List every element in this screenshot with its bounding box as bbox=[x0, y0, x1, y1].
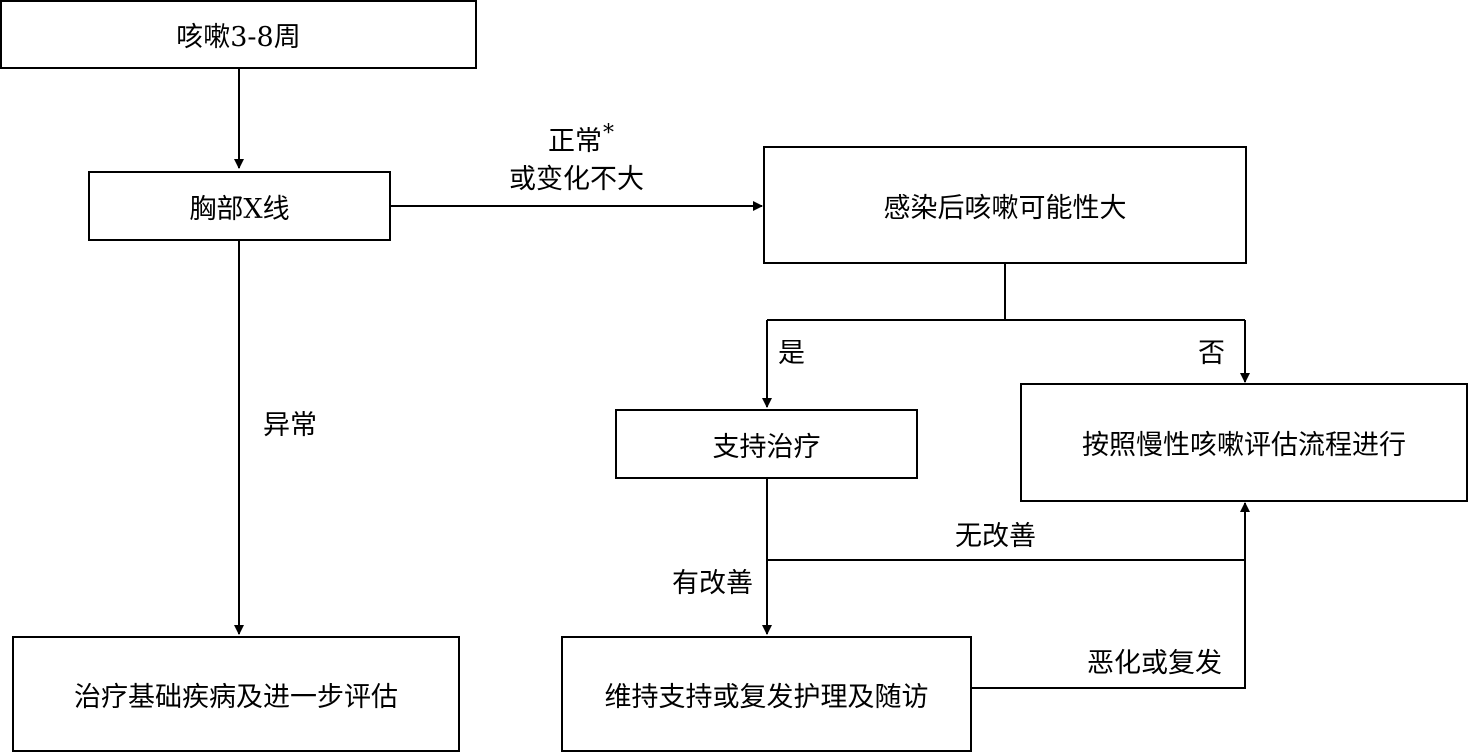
label-little-change: 或变化不大 bbox=[509, 164, 644, 195]
node-supportive-treatment: 支持治疗 bbox=[615, 409, 918, 479]
label-normal-text: 正常 bbox=[548, 126, 602, 157]
line-worse bbox=[971, 560, 1246, 689]
node-chronic-cough-workup: 按照慢性咳嗽评估流程进行 bbox=[1020, 383, 1468, 502]
label-normal: 正常* bbox=[548, 123, 614, 157]
label-abnormal: 异常 bbox=[263, 410, 317, 441]
label-improved: 有改善 bbox=[672, 568, 753, 599]
node-treat-underlying-disease: 治疗基础疾病及进一步评估 bbox=[12, 636, 460, 752]
node-cough: 咳嗽3-8周 bbox=[0, 0, 477, 69]
node-maintenance-followup: 维持支持或复发护理及随访 bbox=[561, 636, 972, 752]
label-yes: 是 bbox=[778, 338, 805, 369]
label-no: 否 bbox=[1198, 338, 1225, 369]
node-post-infection-cough: 感染后咳嗽可能性大 bbox=[763, 146, 1247, 264]
node-chest-xray: 胸部X线 bbox=[88, 171, 391, 241]
label-not-improved: 无改善 bbox=[955, 521, 1036, 552]
asterisk-mark: * bbox=[603, 121, 614, 146]
label-worse-or-relapse: 恶化或复发 bbox=[1087, 648, 1222, 679]
